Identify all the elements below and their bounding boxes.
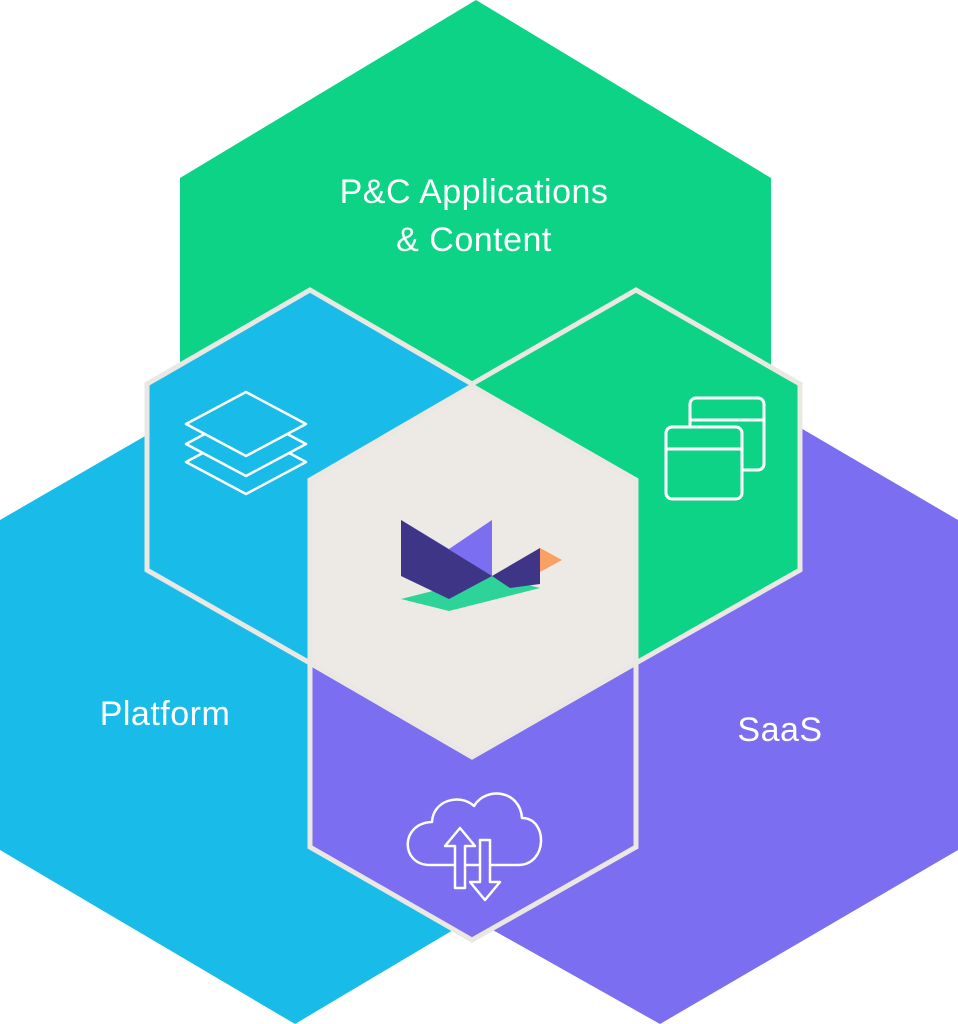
platform-label: Platform (99, 695, 231, 733)
window-stack-icon (664, 396, 766, 501)
applications-label-line1: P&C Applications (339, 173, 609, 211)
applications-label: P&C Applications & Content (240, 168, 708, 264)
cloud-sync-icon (406, 792, 543, 902)
layers-icon (184, 390, 308, 496)
saas-label: SaaS (737, 711, 823, 749)
applications-label-line2: & Content (396, 221, 552, 259)
brand-logo (401, 520, 562, 611)
